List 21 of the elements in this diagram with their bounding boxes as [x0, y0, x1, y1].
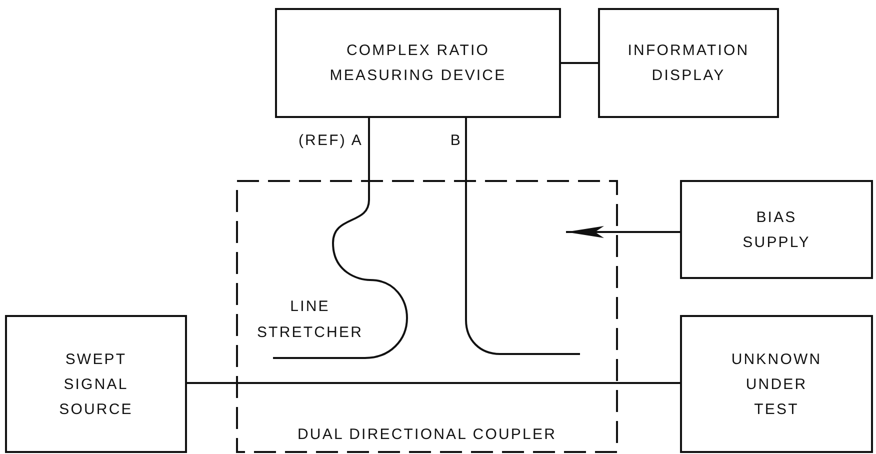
edge-label: (REF) A: [297, 131, 363, 151]
block-box: [598, 8, 779, 118]
block-box: [275, 8, 561, 118]
block-box: [680, 180, 873, 279]
edge-label: B: [449, 131, 462, 151]
arrow: [566, 226, 680, 238]
connector-line: [187, 382, 236, 384]
block-label: SWEPT SIGNAL SOURCE: [58, 350, 134, 420]
transmission-line: [273, 118, 408, 359]
block-label: INFORMATION DISPLAY: [626, 41, 750, 86]
connector-line: [561, 62, 598, 64]
dashed-enclosure: [236, 180, 618, 453]
block-label: BIAS SUPPLY: [742, 208, 812, 252]
component-label: LINE STRETCHER: [256, 297, 364, 343]
block-label: DUAL DIRECTIONAL COUPLER: [297, 425, 557, 445]
block-box: [680, 315, 873, 453]
block-label: COMPLEX RATIO MEASURING DEVICE: [328, 41, 508, 86]
connector-line: [618, 382, 680, 384]
block-label: UNKNOWN UNDER TEST: [730, 350, 823, 420]
block-box: [5, 315, 187, 453]
transmission-line: [465, 118, 580, 355]
